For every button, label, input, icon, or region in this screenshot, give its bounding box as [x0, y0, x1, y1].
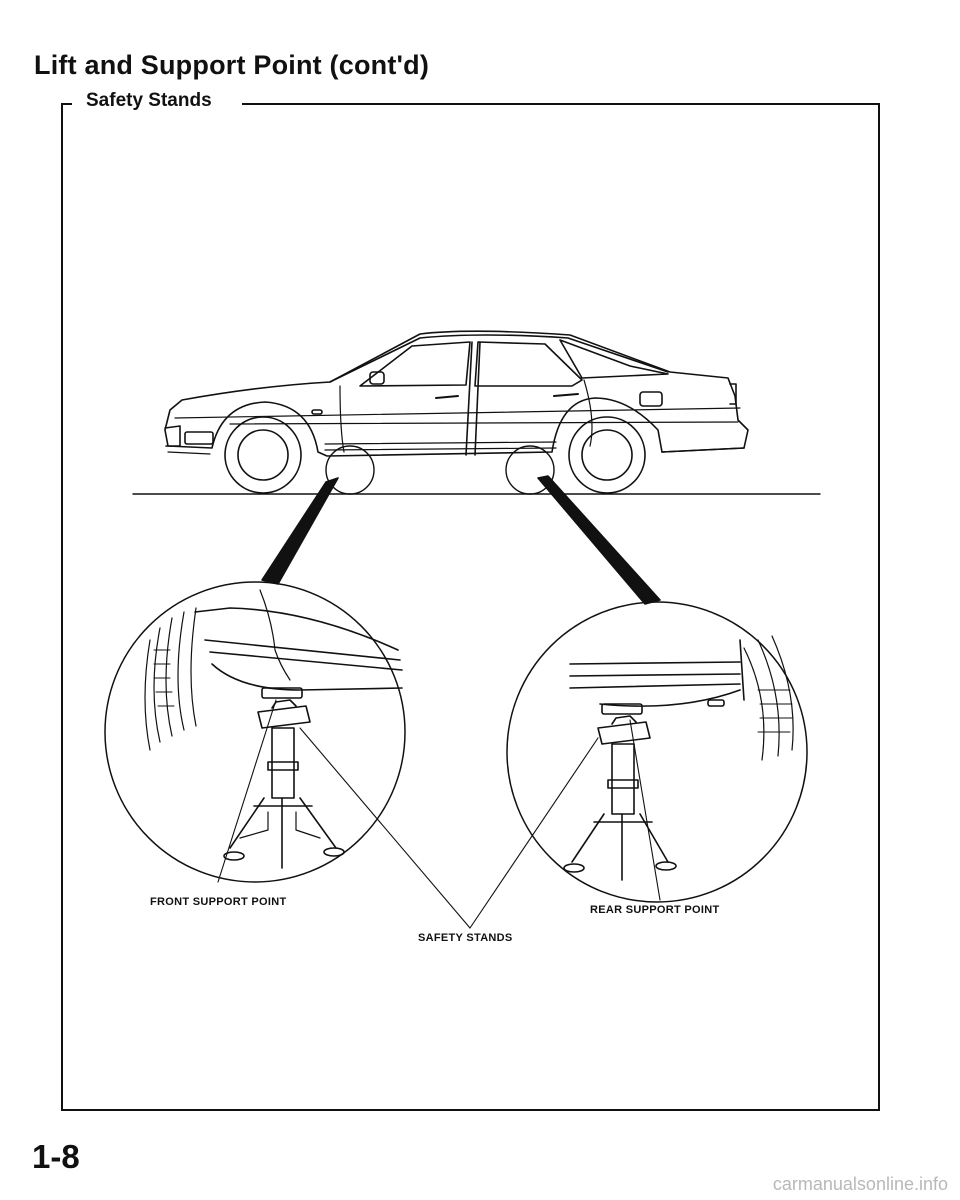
section-title: Safety Stands	[82, 90, 216, 112]
safety-stands-label: SAFETY STANDS	[418, 932, 513, 944]
page-title: Lift and Support Point (cont'd)	[34, 50, 430, 80]
front-support-point-label: FRONT SUPPORT POINT	[150, 896, 287, 908]
rear-pointer-wedge	[537, 475, 661, 605]
frame-top-right-rule	[242, 103, 878, 105]
page-number: 1-8	[32, 1138, 80, 1175]
rear-detail	[506, 601, 808, 903]
front-pointer-wedge	[261, 477, 339, 585]
leader-lines	[217, 699, 661, 929]
car-side-view	[164, 330, 749, 495]
frame-top-left-rule	[61, 103, 72, 105]
front-detail	[104, 581, 406, 883]
watermark: carmanualsonline.info	[772, 1174, 948, 1194]
figure-frame	[61, 103, 880, 1111]
rear-support-point-label: REAR SUPPORT POINT	[590, 904, 720, 916]
